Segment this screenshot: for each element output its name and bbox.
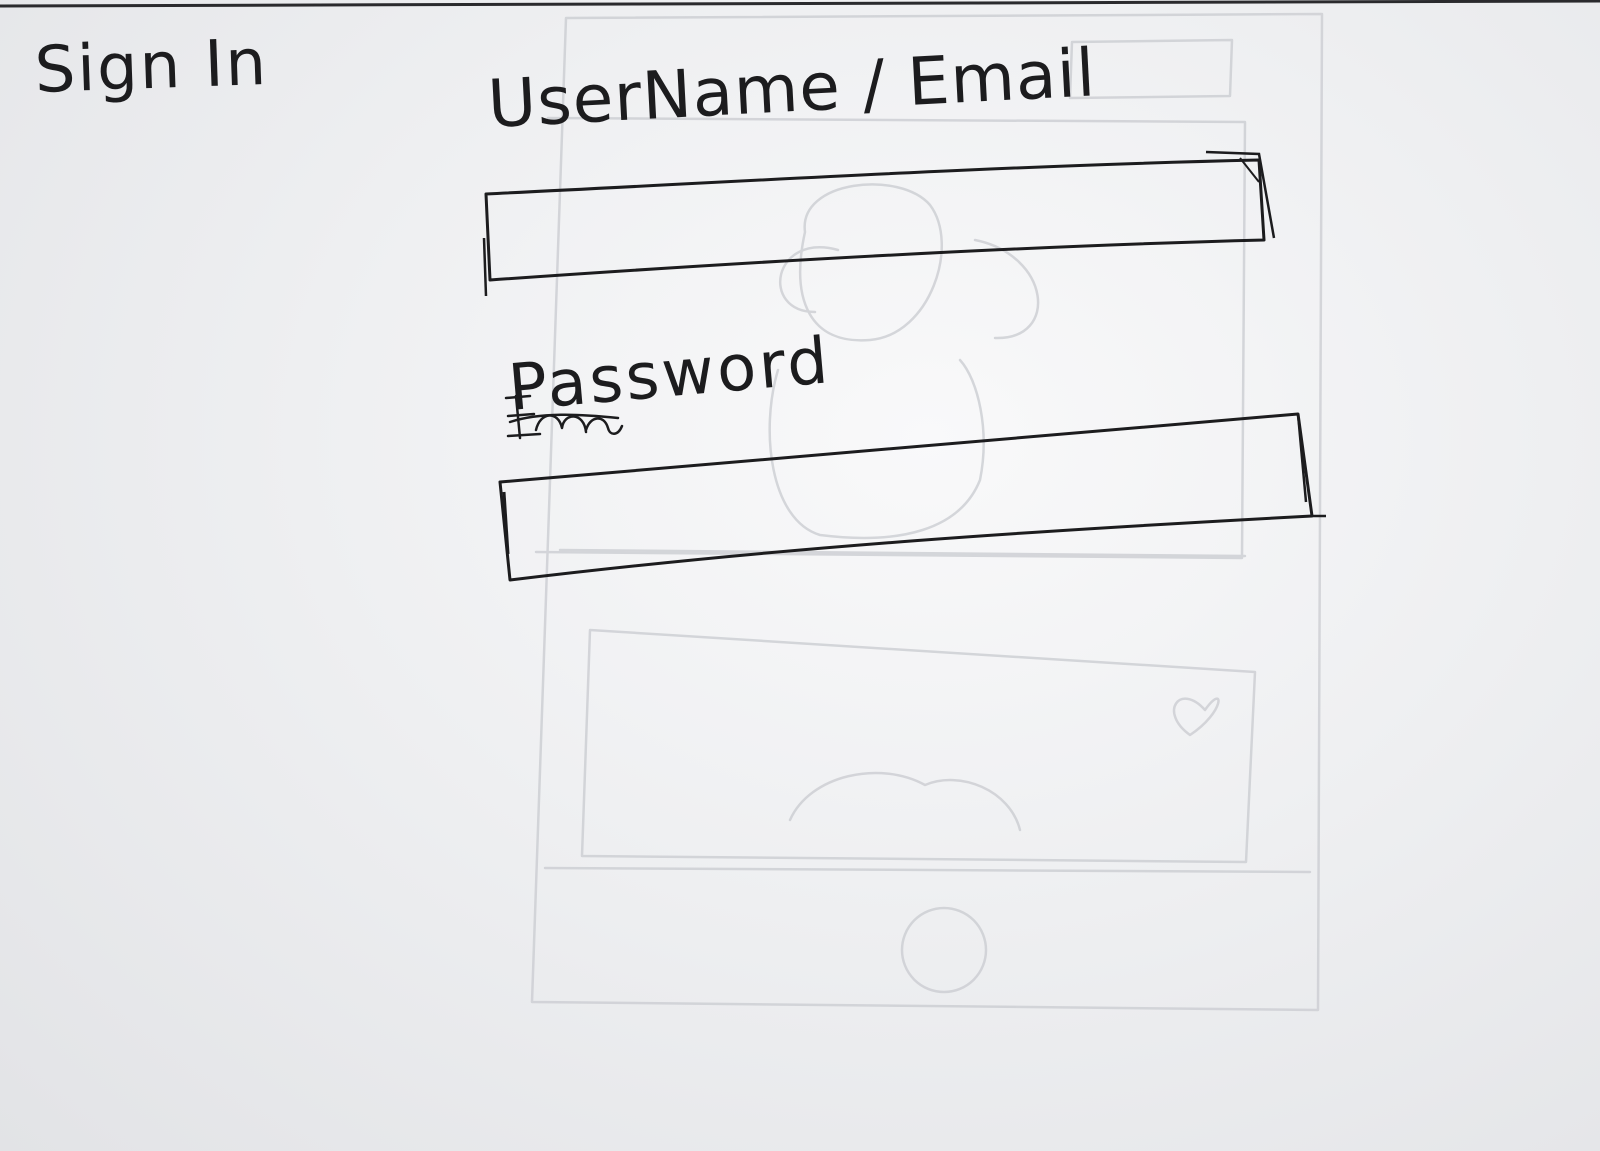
username-email-label: UserName / Email bbox=[485, 34, 1098, 143]
password-field-outline bbox=[498, 412, 1326, 582]
username-email-input[interactable] bbox=[504, 201, 1264, 243]
password-input[interactable] bbox=[520, 476, 1292, 518]
paper-edge bbox=[0, 0, 1600, 8]
crossed-out-scribble bbox=[504, 394, 624, 440]
username-field-outline bbox=[482, 150, 1276, 297]
username-email-field[interactable] bbox=[474, 142, 1294, 300]
password-field[interactable] bbox=[490, 404, 1326, 588]
page-title: Sign In bbox=[33, 25, 270, 109]
